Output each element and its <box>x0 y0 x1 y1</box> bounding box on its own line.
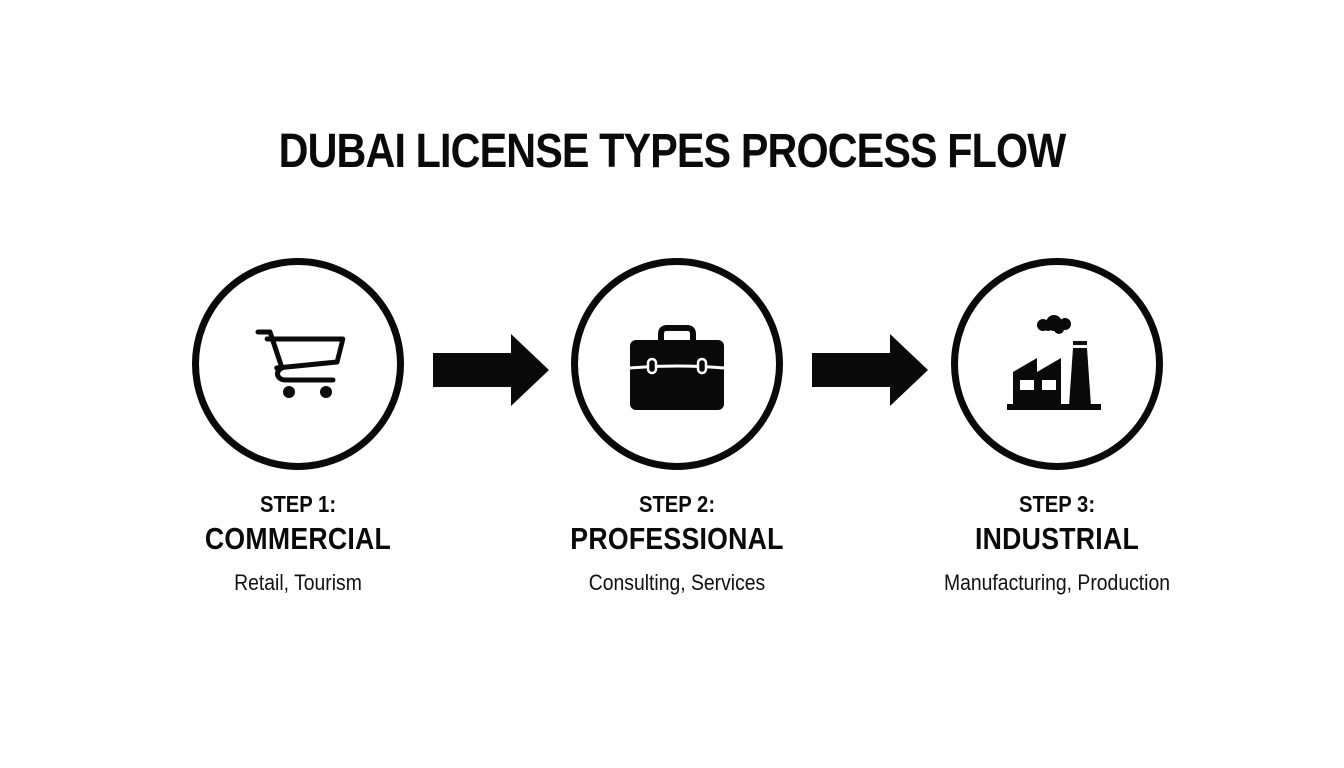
step-number: STEP 3: <box>1018 491 1096 517</box>
step-name: PROFESSIONAL <box>570 521 784 556</box>
step-circle <box>192 258 404 470</box>
step-description: Consulting, Services <box>588 570 766 595</box>
step-circle <box>571 258 783 470</box>
step-number: STEP 1: <box>259 491 337 517</box>
step-industrial: STEP 3: INDUSTRIAL Manufacturing, Produc… <box>897 258 1217 596</box>
briefcase-icon <box>629 325 725 410</box>
step-commercial: STEP 1: COMMERCIAL Retail, Tourism <box>138 258 458 596</box>
step-number: STEP 2: <box>638 491 716 517</box>
step-name: INDUSTRIAL <box>974 521 1140 556</box>
step-description: Manufacturing, Production <box>943 570 1170 595</box>
arrow-right-icon <box>433 334 549 406</box>
step-professional: STEP 2: PROFESSIONAL Consulting, Service… <box>517 258 837 596</box>
step-circle <box>951 258 1163 470</box>
arrow-right-icon <box>812 334 928 406</box>
shopping-cart-icon <box>255 329 346 398</box>
step-description: Retail, Tourism <box>234 570 362 595</box>
factory-icon <box>1007 315 1101 410</box>
step-name: COMMERCIAL <box>204 521 392 556</box>
diagram-title: DUBAI LICENSE TYPES PROCESS FLOW <box>278 125 1067 178</box>
